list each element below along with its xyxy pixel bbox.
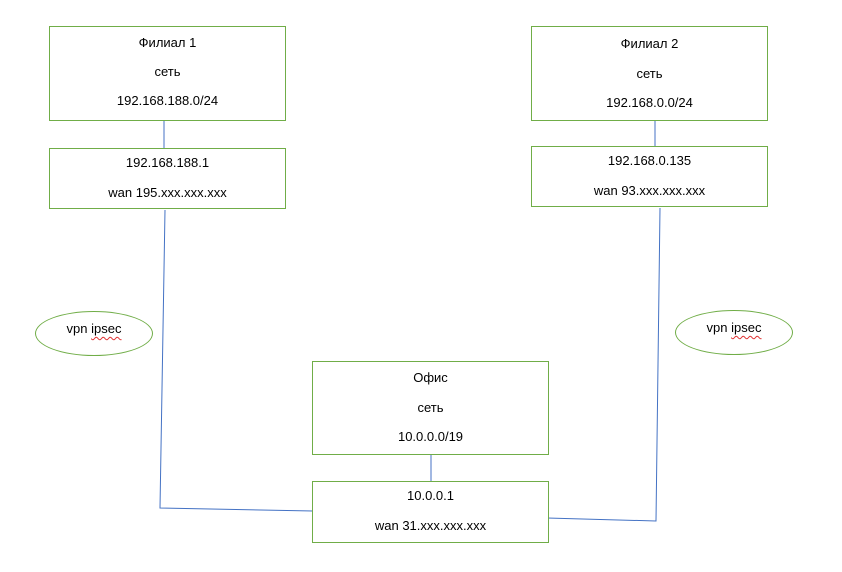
office-router-ip: 10.0.0.1 xyxy=(407,488,454,503)
ipsec-word-right: ipsec xyxy=(731,320,762,335)
branch2-network-box: Филиал 2 сеть 192.168.0.0/24 xyxy=(531,26,768,121)
branch2-router-ip: 192.168.0.135 xyxy=(607,153,692,168)
office-subnet: 10.0.0.0/19 xyxy=(397,429,464,444)
branch2-subnet: 192.168.0.0/24 xyxy=(606,95,693,110)
branch1-router-box: 192.168.188.1 wan 195.xxx.xxx.xxx xyxy=(49,148,286,209)
vpn-word-right: vpn xyxy=(706,320,728,335)
office-network-box: Офис сеть 10.0.0.0/19 xyxy=(312,361,549,455)
branch1-office-vpn-link xyxy=(159,209,314,512)
office-network-label: сеть xyxy=(417,400,444,415)
branch2-title: Филиал 2 xyxy=(620,36,679,51)
branch1-network-label: сеть xyxy=(154,64,181,79)
branch2-office-vpn-link xyxy=(546,207,661,522)
branch2-network-label: сеть xyxy=(636,66,663,81)
office-title: Офис xyxy=(413,370,448,385)
ipsec-word-left: ipsec xyxy=(91,321,122,336)
office-router-box: 10.0.0.1 wan 31.xxx.xxx.xxx xyxy=(312,481,549,543)
branch1-subnet: 192.168.188.0/24 xyxy=(116,93,219,108)
office-router-wan: wan 31.xxx.xxx.xxx xyxy=(374,518,487,533)
branch1-router-ip: 192.168.188.1 xyxy=(125,155,210,170)
branch1-network-box: Филиал 1 сеть 192.168.188.0/24 xyxy=(49,26,286,121)
vpn-word-left: vpn xyxy=(66,321,88,336)
vpn-ipsec-label-left: vpn ipsec xyxy=(35,311,153,356)
branch2-router-box: 192.168.0.135 wan 93.xxx.xxx.xxx xyxy=(531,146,768,207)
branch1-router-wan: wan 195.xxx.xxx.xxx xyxy=(108,185,227,200)
vpn-ipsec-label-right: vpn ipsec xyxy=(675,310,793,355)
branch2-router-wan: wan 93.xxx.xxx.xxx xyxy=(593,183,706,198)
branch1-title: Филиал 1 xyxy=(138,35,197,50)
